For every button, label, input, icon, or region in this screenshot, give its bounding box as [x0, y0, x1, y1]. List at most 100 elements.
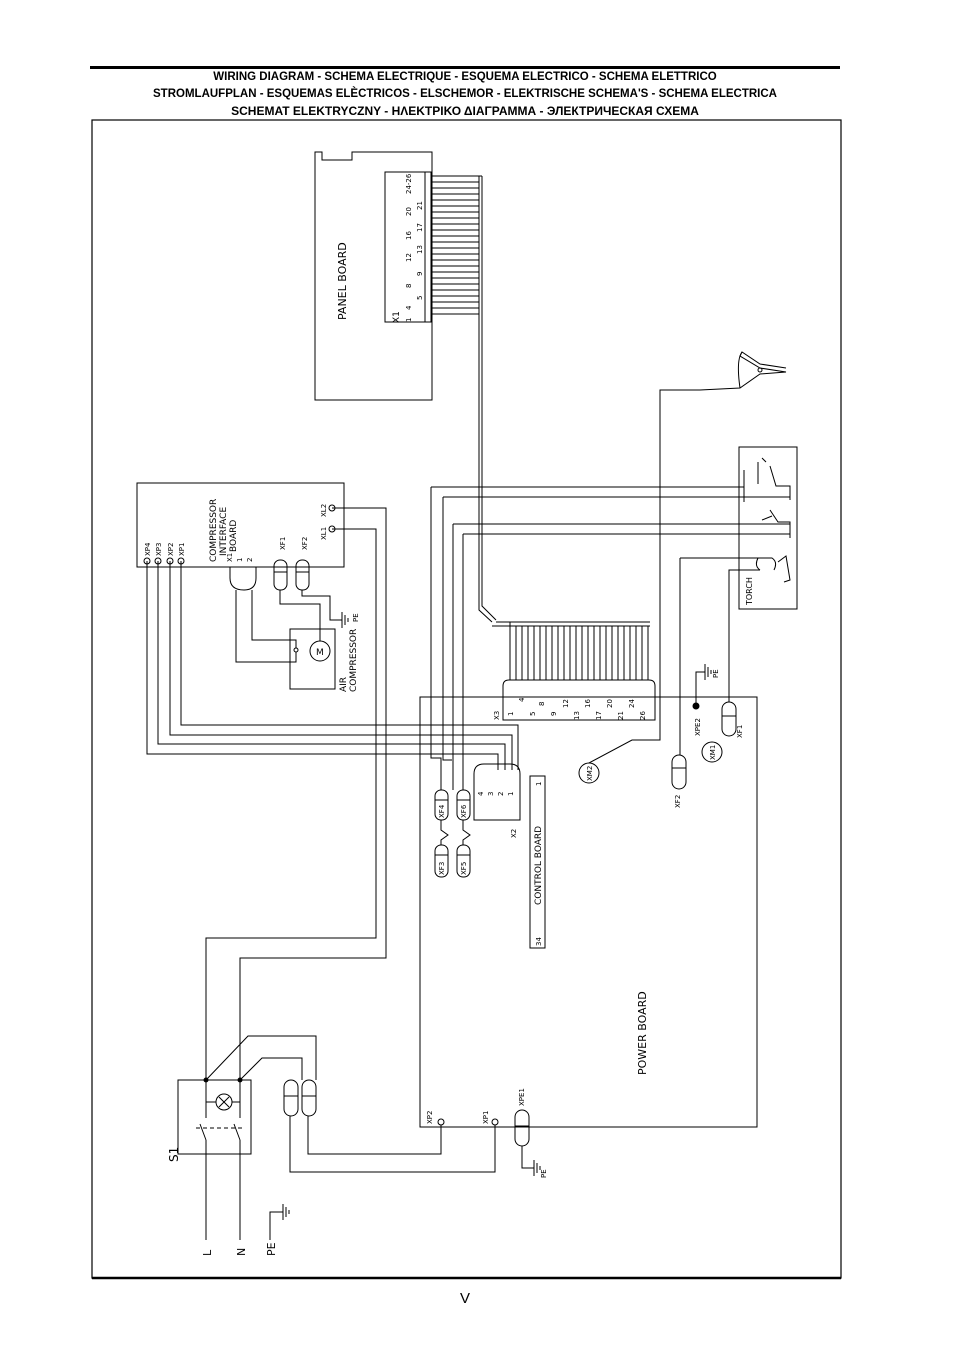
xf4-label: XF4	[438, 804, 446, 818]
compressor-xf2-label: XF2	[301, 537, 309, 550]
compressor-x1-label: X1	[226, 553, 234, 562]
compressor-x1-pin-1: 1	[236, 558, 244, 562]
panel-board-pin-1: 1	[405, 318, 413, 322]
control-board-pin-34: 34	[535, 937, 543, 946]
power-xf2-faston	[671, 754, 687, 790]
wire-torch-xf1	[728, 569, 760, 702]
power-xp2-label: XP2	[426, 1111, 434, 1124]
xpe1-label: XPE1	[518, 1088, 526, 1106]
x3-pin-9: 9	[550, 712, 558, 716]
xf6-label: XF6	[460, 804, 468, 818]
header-rule	[90, 66, 840, 69]
xf3-label: XF3	[438, 862, 446, 875]
wire-torch-gas	[679, 557, 758, 755]
power-xp2-terminal	[437, 1118, 445, 1126]
xm2-wire	[588, 389, 700, 764]
x3-pin-13: 13	[573, 711, 581, 720]
xp3-label: XP3	[155, 543, 163, 556]
power-board-connector-x3	[502, 679, 656, 721]
air-compressor-pe-label: PE	[352, 613, 360, 622]
xl1-label: XL1	[320, 527, 328, 540]
torch-nozzle	[755, 557, 777, 571]
power-xf1-faston	[721, 701, 737, 737]
panel-board-pin-20: 20	[405, 207, 413, 216]
power-board	[419, 696, 758, 1128]
panel-board-pin-17: 17	[416, 223, 424, 232]
air-compressor-block	[289, 628, 336, 690]
x2-pin-2: 2	[497, 792, 505, 796]
mains-faston-1	[283, 1079, 299, 1117]
panel-board-pin-24-26: 24-26	[405, 173, 413, 194]
xm1-label: XM1	[709, 745, 717, 760]
panel-board-pin-5: 5	[416, 296, 424, 300]
header-title-line3: SCHEMAT ELEKTRYCZNY - ΗΛΕΚΤΡΙΚΟ ΔΙΑΓΡΑΜΜ…	[231, 104, 699, 118]
panel-board-label: PANEL BOARD	[336, 242, 349, 320]
ribbon-cable	[431, 175, 650, 680]
panel-board-pin-8: 8	[405, 284, 413, 288]
panel-board-pin-9: 9	[416, 272, 424, 276]
x3-pin-16: 16	[584, 699, 592, 708]
mains-n-label: N	[235, 1248, 248, 1256]
xl2-label: XL2	[320, 504, 328, 517]
air-compressor-motor-label: M	[316, 648, 324, 658]
control-board	[529, 775, 546, 949]
control-board-pin-1: 1	[535, 782, 543, 786]
x2-pin-1: 1	[507, 792, 515, 796]
torch-block	[738, 446, 798, 610]
power-pe-label: PE	[712, 669, 720, 678]
x3-pin-21: 21	[617, 711, 625, 720]
xpe2-terminal	[692, 702, 700, 710]
xp2-label: XP2	[167, 543, 175, 556]
panel-board-pin-13: 13	[416, 245, 424, 254]
xp4-label: XP4	[144, 542, 152, 556]
x3-pin-4: 4	[518, 697, 526, 702]
x2-pin-3: 3	[487, 792, 495, 796]
panel-board-pin-21: 21	[416, 201, 424, 210]
compressor-board-label-1: COMPRESSOR	[209, 499, 219, 562]
mains-faston-2	[301, 1079, 317, 1117]
panel-board-pin-12: 12	[405, 253, 413, 262]
x3-pin-5: 5	[529, 712, 537, 716]
panel-board-pin-16: 16	[405, 231, 413, 240]
panel-board-pin-4: 4	[405, 305, 413, 310]
s1-label: S1	[167, 1147, 181, 1162]
header-title-line1: WIRING DIAGRAM - SCHEMA ELECTRIQUE - ESQ…	[213, 71, 717, 83]
power-xp1-label: XP1	[482, 1111, 490, 1124]
control-board-label: CONTROL BOARD	[534, 826, 544, 905]
xpe2-label: XPE2	[694, 718, 702, 736]
xm2-label: XM2	[586, 766, 594, 781]
control-board-connector-x2	[473, 763, 521, 821]
x3-pin-12: 12	[562, 699, 570, 708]
s1-switch	[177, 1079, 252, 1155]
wire-torch-1	[430, 487, 442, 790]
torch-label: TORCH	[745, 577, 754, 606]
compressor-xf1-label: XF1	[279, 537, 287, 550]
page-number: V	[459, 1290, 470, 1307]
compressor-interface-board	[136, 482, 345, 568]
compressor-x1-connector	[229, 567, 257, 591]
power-xpe1-faston	[514, 1109, 530, 1147]
x2-pin-4: 4	[477, 791, 485, 796]
power-xf1-label: XF1	[736, 725, 744, 738]
power-xp1-terminal	[491, 1118, 499, 1126]
air-compressor-label-1: AIR	[339, 677, 349, 692]
power-x3-label: X3	[493, 711, 501, 720]
header-title-line2: STROMLAUFPLAN - ESQUEMAS ELÈCTRICOS - EL…	[153, 88, 777, 100]
work-clamp	[699, 351, 787, 391]
control-x2-label: X2	[510, 829, 518, 838]
air-compressor-label-2: COMPRESSOR	[349, 629, 359, 692]
compressor-x1-pin-2: 2	[246, 558, 254, 562]
power-xf2-label: XF2	[674, 795, 682, 808]
panel-board-x1-label: X1	[392, 311, 402, 323]
xpe1-pe-label: PE	[540, 1169, 548, 1178]
xm1-terminal	[701, 741, 723, 763]
x3-pin-20: 20	[606, 699, 614, 708]
power-board-label: POWER BOARD	[636, 991, 649, 1075]
x3-pin-17: 17	[595, 711, 603, 720]
compressor-board-label-2: INTERFACE	[219, 507, 229, 556]
x3-pin-26: 26	[639, 711, 647, 720]
x3-pin-8: 8	[538, 702, 546, 706]
mains-pe-label: PE	[265, 1242, 278, 1256]
xf5-label: XF5	[460, 862, 468, 875]
